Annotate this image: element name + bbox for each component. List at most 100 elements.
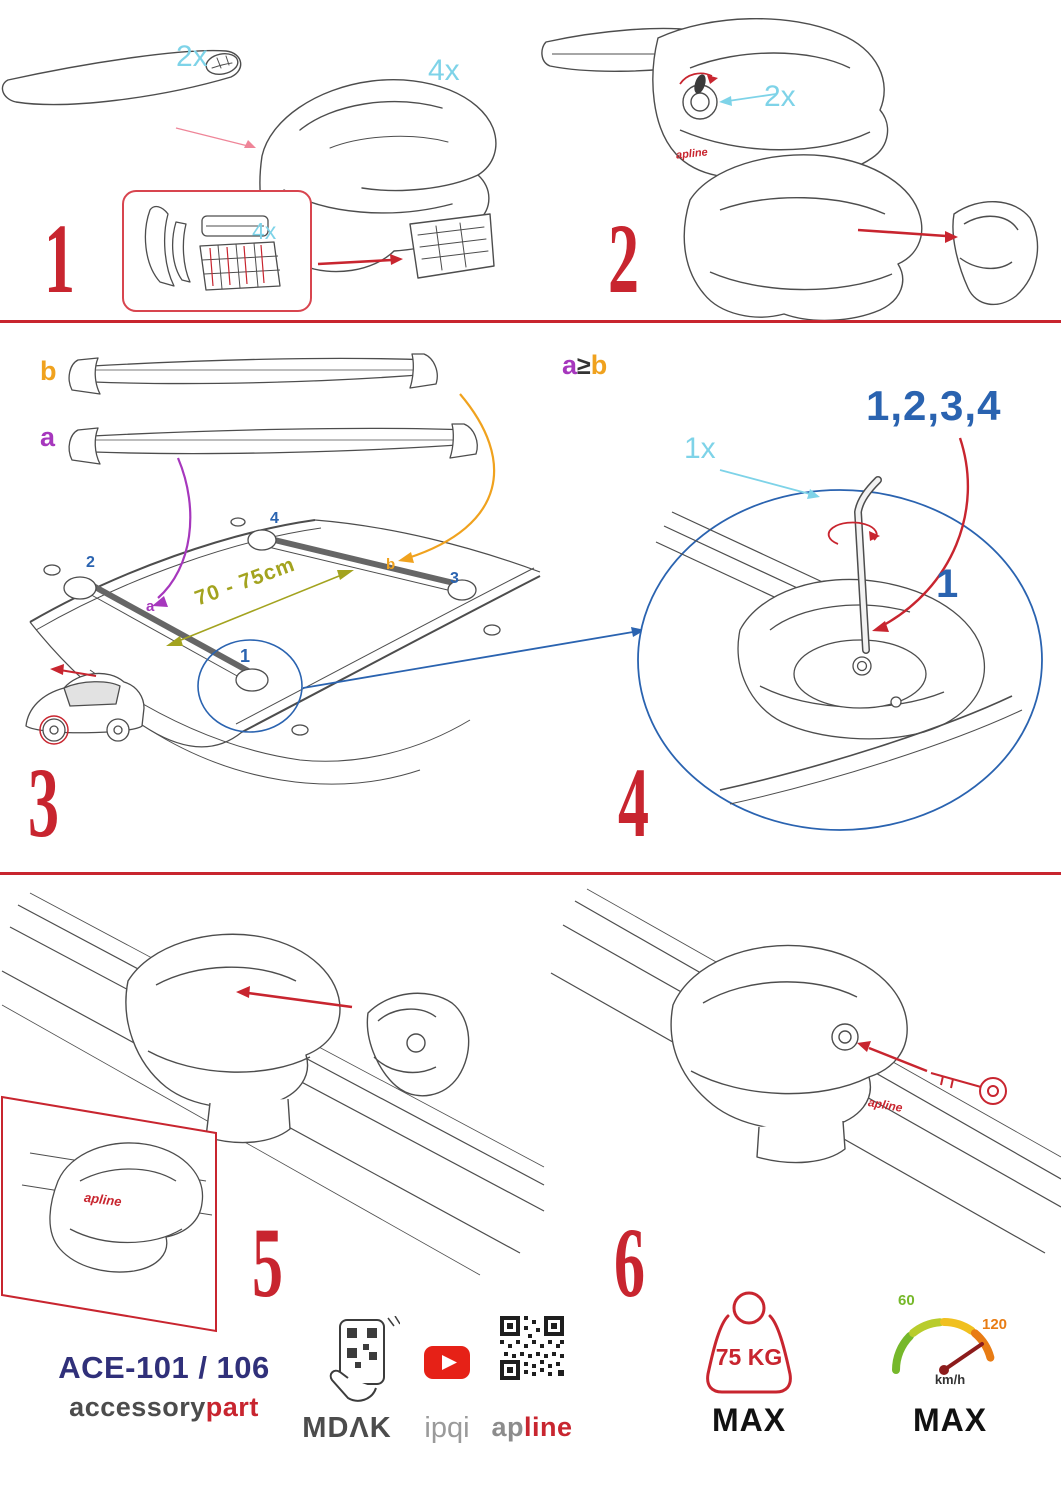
cover-slide-arrow <box>247 991 353 1009</box>
car-windows <box>63 681 121 707</box>
front-wheel-highlight <box>39 715 69 745</box>
line-text: line <box>524 1412 573 1442</box>
condition-b: b <box>590 350 608 380</box>
speed-low-label: 60 <box>898 1292 915 1309</box>
crossbar-profile <box>1 49 242 106</box>
part-text: part <box>205 1392 259 1422</box>
step-3-number: 3 <box>28 747 59 858</box>
step3-illustration <box>29 353 541 785</box>
step1-illustration <box>1 49 497 279</box>
right-roof-rail <box>241 575 541 733</box>
bar-a-position-arrow <box>157 457 192 599</box>
accessorypart-logo: accessorypart <box>58 1392 270 1423</box>
step-1-number: 1 <box>44 203 75 314</box>
step2-illustration <box>541 18 1039 322</box>
qr-code <box>498 1314 566 1382</box>
tool-quantity-arrow <box>719 469 811 495</box>
key-rotation-arrow <box>827 521 878 545</box>
condition-a: a <box>562 350 578 380</box>
bar-to-foot-arrow <box>175 127 249 147</box>
ap-text: ap <box>491 1412 524 1442</box>
product-model: ACE-101 / 106 <box>58 1350 270 1385</box>
crossbar-end-opening <box>205 53 239 75</box>
cover-attach-arrow <box>857 228 947 238</box>
foot-pos2 <box>63 576 97 600</box>
mdak-logo: MDΛK <box>302 1412 392 1444</box>
step-6-number: 6 <box>614 1207 645 1318</box>
condition-operator: ≥ <box>577 352 591 380</box>
step-2-number: 2 <box>608 203 639 314</box>
key-quantity-arrow <box>727 93 777 102</box>
speedometer-icon <box>891 1318 995 1375</box>
windshield <box>29 621 243 748</box>
lock-quantity-label: 2x <box>764 80 796 113</box>
key-icon <box>930 1072 1007 1105</box>
mounted-front-bar <box>84 579 252 675</box>
position-1-label: 1 <box>240 646 251 666</box>
key-rotate-arrow <box>679 72 713 85</box>
apline-logo: apline <box>484 1412 580 1443</box>
foot-with-lock <box>652 18 889 179</box>
foot-body-lower <box>683 154 923 322</box>
accessory-text: accessory <box>69 1392 206 1422</box>
step-4-number: 4 <box>618 747 649 858</box>
condition-label: a≥b <box>562 350 607 381</box>
step5-illustration <box>0 892 545 1333</box>
scan-phone-icon <box>329 1316 400 1402</box>
position1-highlight-circle <box>197 639 303 733</box>
foot-pos4 <box>247 529 277 551</box>
foot-quantity-label: 4x <box>428 54 460 87</box>
speedometer-needle <box>942 1342 984 1372</box>
bar-quantity-label: 2x <box>176 40 208 73</box>
step-5-number: 5 <box>252 1207 283 1318</box>
clamp-jaw <box>144 205 175 287</box>
car-direction-arrow <box>59 669 97 677</box>
ipqi-logo: ipqi <box>424 1412 470 1444</box>
max-speed-label: MAX <box>912 1402 988 1438</box>
bar-b-label: b <box>40 356 57 386</box>
max-weight-label: MAX <box>711 1402 787 1438</box>
tool-quantity-label: 1x <box>684 432 716 465</box>
bar-b-position-label: b <box>386 556 396 573</box>
position-2-label: 2 <box>86 554 95 571</box>
step6-illustration <box>550 888 1061 1254</box>
foot-pos1 <box>235 668 269 692</box>
position-4-label: 4 <box>270 510 279 527</box>
bar-a-label: a <box>40 422 56 452</box>
car-orientation-inset <box>25 664 145 745</box>
left-roof-rail <box>29 519 316 623</box>
speed-high-label: 120 <box>982 1316 1008 1333</box>
pad-quantity-label: 4x <box>252 218 277 244</box>
rubber-pad-inset: 4x <box>122 190 312 312</box>
first-position-label: 1 <box>936 562 959 606</box>
pad-grid <box>199 241 281 291</box>
bar-b-position-arrow <box>407 393 496 560</box>
max-weight-icon <box>706 1291 792 1394</box>
bar-a-position-label: a <box>146 598 155 615</box>
mounted-rear-bar <box>265 535 459 587</box>
key-insert-arrow <box>868 1046 928 1073</box>
foot-clamp-bracket <box>409 213 495 279</box>
tighten-order-label: 1,2,3,4 <box>866 382 1002 429</box>
distance-arrow <box>175 573 345 643</box>
foot-pos3 <box>447 579 477 601</box>
key-in-lock <box>694 74 706 94</box>
youtube-icon <box>424 1346 470 1379</box>
rubber-pad-illustration <box>144 205 281 291</box>
section-divider-1 <box>0 320 1061 323</box>
foot-body <box>670 944 908 1131</box>
max-weight-value: 75 KG <box>715 1344 783 1370</box>
speed-unit-label: km/h <box>934 1372 966 1387</box>
section-divider-2 <box>0 872 1061 875</box>
tighten-order-arrow <box>881 437 969 628</box>
step4-illustration <box>637 437 1043 831</box>
position-3-label: 3 <box>450 570 459 587</box>
